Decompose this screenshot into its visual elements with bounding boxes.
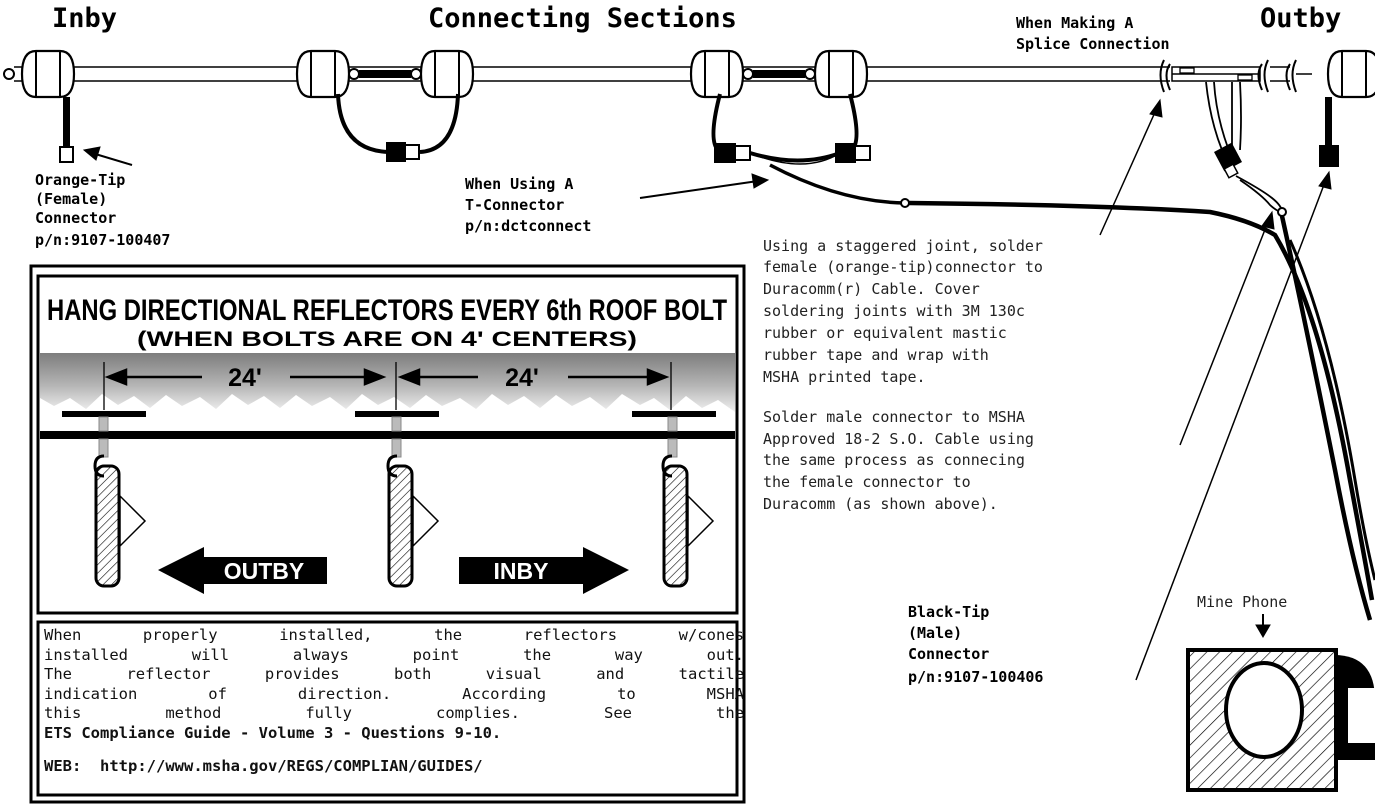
connecting-sections-header: Connecting Sections xyxy=(428,3,737,34)
pointer-arrows xyxy=(82,98,1332,681)
solder-note-1-line: rubber or equivalent mastic xyxy=(763,324,1007,342)
section-link-1 xyxy=(348,68,422,80)
solder-note-2-line: the same process as connecing xyxy=(763,451,1025,469)
female-connector-drop xyxy=(59,97,74,163)
splice-label-line-1: When Making A xyxy=(1016,14,1133,32)
mine-phone-label: Mine Phone xyxy=(1197,593,1287,611)
section-link-2 xyxy=(742,68,816,80)
connector-outby xyxy=(1326,49,1375,99)
cable-connectors xyxy=(20,49,1375,99)
inby-header: Inby xyxy=(52,3,117,34)
male-connector-drop xyxy=(1319,97,1339,167)
male-connector-label-1: Black-Tip xyxy=(908,603,989,621)
compliance-guide: ETS Compliance Guide - Volume 3 - Questi… xyxy=(44,723,502,742)
connector-section-1a xyxy=(295,49,351,99)
section-loop-1 xyxy=(336,93,460,162)
compliance-line: this method fully complies. See the xyxy=(44,704,744,722)
solder-note-1-line: Using a staggered joint, solder xyxy=(763,237,1043,255)
solder-note-1-line: rubber tape and wrap with xyxy=(763,346,989,364)
solder-note-1-line: MSHA printed tape. xyxy=(763,368,926,386)
t-connector xyxy=(711,93,1375,601)
outby-header: Outby xyxy=(1260,3,1341,34)
male-connector-label-3: Connector xyxy=(908,645,989,663)
compliance-web: WEB: http://www.msha.gov/REGS/COMPLIAN/G… xyxy=(44,757,744,777)
solder-note-2-line: Duracomm (as shown above). xyxy=(763,495,998,513)
web-label: WEB: xyxy=(44,757,82,775)
compliance-line: When properly installed, the reflectors … xyxy=(44,626,744,644)
t-connector-label-3: p/n:dctconnect xyxy=(465,217,591,235)
compliance-line: indication of direction. According to MS… xyxy=(44,684,744,703)
outby-arrow-label: OUTBY xyxy=(224,558,305,584)
outby-arrow xyxy=(158,547,327,594)
solder-note-2-line: Approved 18-2 S.O. Cable using xyxy=(763,430,1034,448)
solder-note-2-line: Solder male connector to MSHA xyxy=(763,408,1025,426)
solder-note-1-line: female (orange-tip)connector to xyxy=(763,258,1043,276)
t-connector-label-1: When Using A xyxy=(465,175,573,193)
splice-label-line-2: Splice Connection xyxy=(1016,35,1170,53)
solder-note-1-line: Duracomm(r) Cable. Cover xyxy=(763,280,980,298)
female-connector-label-4: p/n:9107-100407 xyxy=(35,231,170,249)
compliance-box: When properly installed, the reflectors … xyxy=(44,626,744,777)
compliance-line: The reflector provides both visual and t… xyxy=(44,665,744,683)
female-connector-label-2: (Female) xyxy=(35,190,107,208)
male-connector-label-4: p/n:9107-100406 xyxy=(908,668,1043,686)
web-url[interactable]: http://www.msha.gov/REGS/COMPLIAN/GUIDES… xyxy=(100,757,483,775)
reflector-title: HANG DIRECTIONAL REFLECTORS EVERY 6th RO… xyxy=(47,294,727,327)
solder-note-2: Solder male connector to MSHA Approved 1… xyxy=(763,408,1034,513)
reflector-2 xyxy=(386,454,440,588)
reflector-1 xyxy=(93,454,147,588)
roof-band xyxy=(40,353,735,412)
reflector-panel: HANG DIRECTIONAL REFLECTORS EVERY 6th RO… xyxy=(29,264,746,804)
t-connector-label-2: T-Connector xyxy=(465,196,564,214)
solder-note-2-line: the female connector to xyxy=(763,473,971,491)
connector-section-2b xyxy=(813,49,869,99)
mine-phone xyxy=(1186,648,1375,792)
spacing-label-2: 24' xyxy=(505,364,539,392)
main-cable xyxy=(3,66,1170,82)
compliance-line: installed will always point the way out. xyxy=(44,645,744,664)
solder-note-1-line: soldering joints with 3M 130c xyxy=(763,302,1025,320)
connector-inby xyxy=(20,49,76,99)
female-connector-label-3: Connector xyxy=(35,209,116,227)
connector-section-2a xyxy=(689,49,745,99)
connector-section-1b xyxy=(419,49,475,99)
splice-connection xyxy=(1159,59,1375,621)
reflector-3 xyxy=(661,454,715,588)
solder-note-1: Using a staggered joint, solder female (… xyxy=(763,237,1043,386)
male-connector-label-2: (Male) xyxy=(908,624,962,642)
female-connector-label-1: Orange-Tip xyxy=(35,171,125,189)
spacing-label-1: 24' xyxy=(228,364,262,392)
inby-arrow-label: INBY xyxy=(494,558,549,584)
reflector-subtitle: (WHEN BOLTS ARE ON 4' CENTERS) xyxy=(137,328,637,351)
inby-arrow xyxy=(459,547,629,594)
